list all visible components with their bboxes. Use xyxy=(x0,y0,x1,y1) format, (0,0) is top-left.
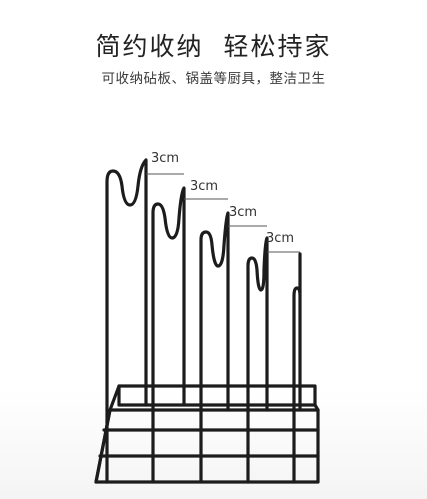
rack-frame-joint-left xyxy=(108,384,121,412)
rack-base-frame xyxy=(94,408,320,484)
rack-prong-2 xyxy=(151,186,186,484)
rack-prong-4 xyxy=(246,236,269,484)
dimension-label-4: 3cm xyxy=(266,231,295,246)
dimension-label-3: 3cm xyxy=(229,205,258,220)
dimension-label-1: 3cm xyxy=(151,151,180,166)
rack-prong-3 xyxy=(199,211,230,484)
dimension-label-2: 3cm xyxy=(190,179,219,194)
headline-subtitle: 可收纳砧板、锅盖等厨具，整洁卫生 xyxy=(101,71,326,87)
rack-prong-5 xyxy=(292,252,302,484)
rack-top-frame xyxy=(117,384,317,407)
rack-prong-1 xyxy=(105,158,148,484)
rack-frame-joint-right xyxy=(313,403,320,412)
headline-title: 简约收纳 轻松持家 xyxy=(95,32,332,61)
